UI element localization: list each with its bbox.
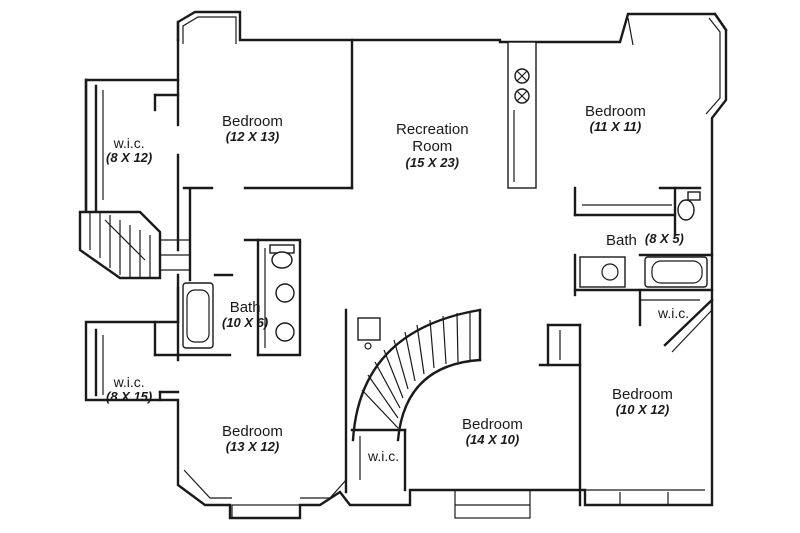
- room-name: Bedroom: [222, 423, 283, 440]
- room-name-line1: Recreation: [396, 121, 469, 138]
- curved-stair-icon: [351, 308, 482, 442]
- room-dims: (10 X 12): [615, 402, 670, 418]
- room-name: Bedroom: [462, 416, 523, 433]
- room-name-line2: Room: [412, 138, 453, 156]
- room-name: Bedroom: [222, 113, 283, 130]
- room-dims: (8 X 12): [106, 150, 153, 166]
- label-wic-sw: w.i.c. (8 X 15): [106, 374, 152, 405]
- room-name: w.i.c.: [658, 305, 690, 321]
- interior-walls: [84, 38, 714, 519]
- fixtures: [182, 191, 708, 349]
- room-dims: (11 X 11): [589, 119, 642, 135]
- label-bedroom-nw: Bedroom (12 X 13): [222, 113, 283, 145]
- bathtub-icon: [182, 282, 214, 349]
- toilet-icon-east: [687, 191, 701, 201]
- label-bedroom-s: Bedroom (14 X 10): [462, 416, 523, 448]
- room-name: Bedroom: [585, 103, 646, 120]
- room-name: w.i.c.: [113, 374, 145, 390]
- label-wic-east: w.i.c.: [658, 305, 689, 321]
- label-bedroom-se: Bedroom (10 X 12): [612, 386, 673, 418]
- label-bath-east: Bath (8 X 5): [606, 231, 684, 249]
- label-bath-center: Bath (10 X 6): [222, 299, 268, 331]
- room-dims: (10 X 6): [222, 315, 269, 331]
- sink-icon: [275, 283, 295, 303]
- label-bedroom-ne: Bedroom (11 X 11): [585, 103, 646, 135]
- room-name: w.i.c.: [368, 448, 400, 464]
- room-dims: (8 X 15): [106, 389, 153, 405]
- room-dims: (13 X 12): [225, 439, 280, 455]
- room-name: Bath: [229, 299, 261, 316]
- range-counter: [507, 41, 537, 189]
- room-name: Bedroom: [612, 386, 673, 403]
- room-dims: (15 X 23): [405, 154, 460, 170]
- stair-icon: [78, 188, 192, 282]
- label-wic-nw: w.i.c. (8 X 12): [106, 135, 152, 166]
- room-dims: (12 X 13): [225, 129, 280, 145]
- room-dims: (14 X 10): [465, 432, 520, 448]
- label-bedroom-sw: Bedroom (13 X 12): [222, 423, 283, 455]
- label-wic-south: w.i.c.: [368, 448, 399, 464]
- bathtub-icon-east: [644, 256, 708, 288]
- room-dims: (8 X 5): [644, 231, 684, 246]
- label-recreation-room: Recreation Room (15 X 23): [396, 121, 469, 170]
- room-name: w.i.c.: [113, 135, 145, 151]
- room-name: Bath: [606, 232, 637, 249]
